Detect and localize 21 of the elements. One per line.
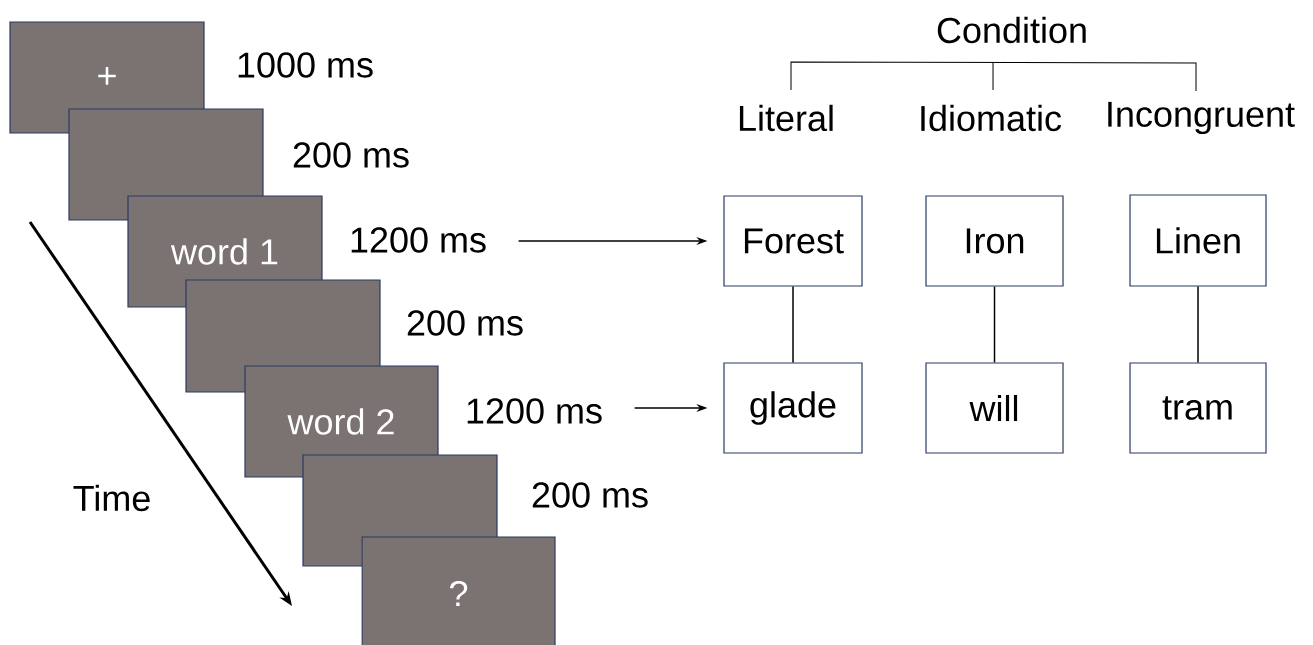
word-box: will	[925, 362, 1064, 454]
duration-label: 200 ms	[532, 482, 648, 508]
axis-label: Time	[73, 484, 150, 512]
word-box: Linen	[1129, 194, 1267, 287]
word-box: glade	[723, 362, 863, 454]
column-heading: Incongruent	[1108, 101, 1295, 135]
duration-label: 200 ms	[293, 142, 409, 168]
connector-line	[993, 285, 996, 364]
duration-label: 1000 ms	[238, 52, 373, 78]
word-box: tram	[1129, 362, 1267, 454]
column-heading: Literal	[739, 104, 833, 132]
heading: Condition	[937, 16, 1086, 44]
word-box: Forest	[723, 195, 863, 287]
connector-line	[792, 285, 794, 364]
column-heading: Idiomatic	[921, 104, 1062, 132]
connector-line	[1197, 285, 1199, 364]
duration-label: 1200 ms	[467, 398, 602, 424]
duration-label: 1200 ms	[351, 227, 486, 253]
word-box: Iron	[925, 195, 1064, 287]
stimulus-screen: ?	[361, 536, 556, 645]
duration-label: 200 ms	[407, 310, 523, 336]
